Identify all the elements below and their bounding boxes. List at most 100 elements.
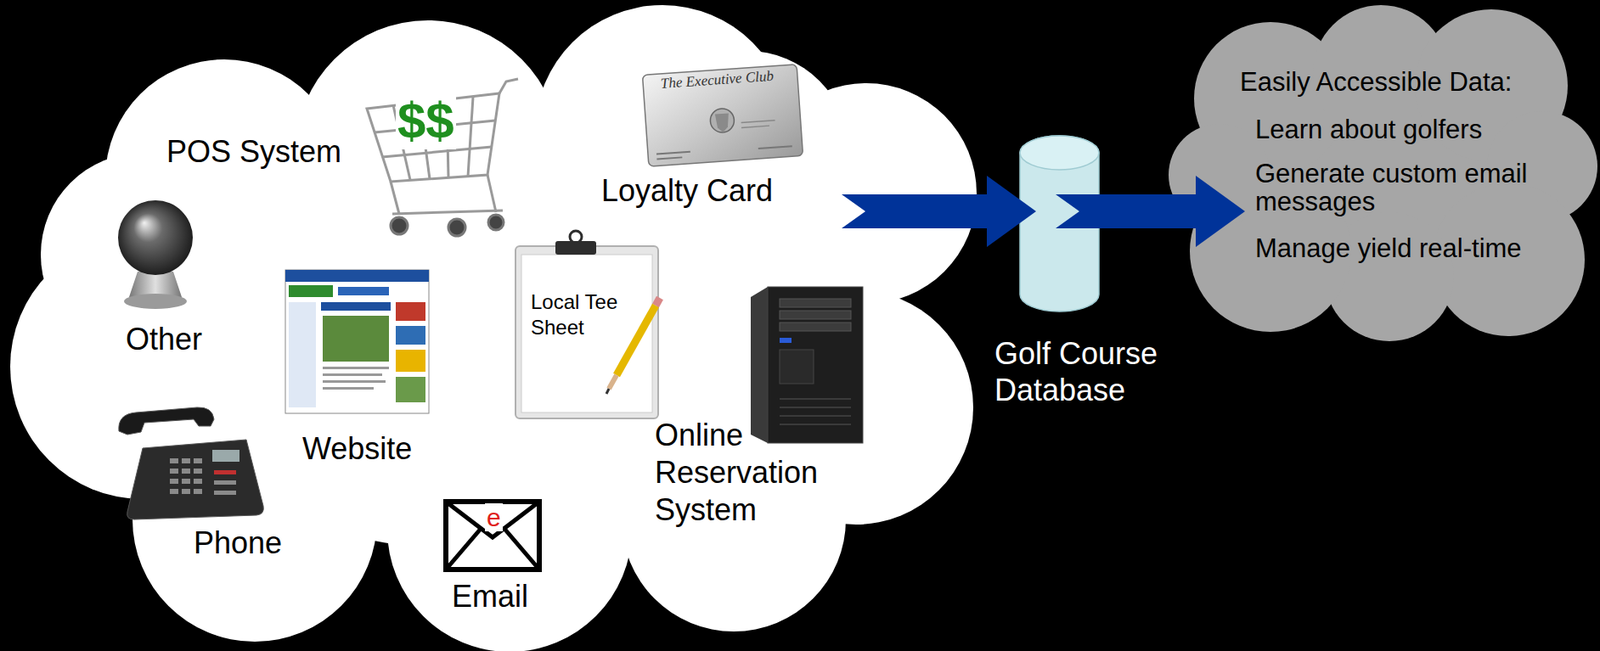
crystal-ball-icon [118, 200, 193, 310]
cart-wheel [448, 219, 466, 237]
envelope-fold [504, 529, 540, 570]
source-label: Other [125, 321, 203, 358]
page-photo [322, 315, 389, 362]
cart-wheel [488, 214, 504, 231]
source-label: Website [302, 430, 412, 468]
data-item: Easily Accessible Data: [1239, 66, 1512, 98]
phone-key [214, 490, 237, 496]
server-bay [779, 298, 851, 308]
server-front [767, 287, 863, 444]
data-cloud: Easily Accessible Data: Learn about golfe… [1168, 5, 1597, 342]
price-symbol: $$ [395, 93, 457, 150]
ball-sphere [118, 200, 193, 276]
envelope-flap [445, 501, 540, 538]
phone-key [181, 468, 191, 474]
cylinder-top [1019, 135, 1099, 170]
phone-key [181, 458, 191, 464]
source-label: Email [451, 578, 529, 615]
page-logo [288, 285, 333, 298]
card-print [758, 146, 793, 149]
card-print [656, 157, 682, 159]
card-print [741, 125, 770, 128]
phone-key [169, 458, 179, 464]
server-panel [779, 349, 814, 384]
server-grill [779, 423, 851, 426]
page-line [322, 366, 389, 370]
phone-key [169, 468, 179, 474]
phone-key [214, 470, 237, 475]
cart-frame [392, 210, 503, 215]
clipboard-ring [569, 230, 582, 243]
phone-key [181, 489, 191, 495]
page-line [322, 373, 383, 377]
cart-wheel [390, 217, 408, 235]
flow-arrow [841, 175, 1037, 248]
website-icon [285, 270, 429, 414]
page-ad [395, 377, 426, 403]
card-print [656, 152, 691, 155]
clipboard-board [515, 246, 659, 419]
cart-icon [366, 78, 519, 237]
source-label: Online Reservation System [654, 416, 825, 530]
phone-key [193, 489, 203, 495]
cart-leg [390, 181, 400, 215]
server-bay [779, 310, 851, 320]
cloud-lobe [387, 407, 632, 651]
phone-key [214, 480, 237, 485]
server-side [750, 287, 768, 444]
page-banner [338, 287, 389, 296]
card-print [741, 120, 776, 124]
envelope-icon [445, 501, 540, 570]
page-frame [285, 270, 429, 414]
cart-handle [499, 78, 519, 94]
phone-icon [118, 407, 265, 520]
envelope-body [445, 501, 540, 570]
server-grill [779, 398, 851, 400]
server-grill [779, 406, 851, 409]
page-line [322, 387, 374, 390]
page-ad [395, 349, 426, 372]
phone-key [169, 478, 179, 485]
card-print-text: The Executive Club [659, 68, 774, 93]
card-crest [709, 107, 735, 134]
page-menu [288, 302, 316, 408]
envelope-fold [445, 529, 481, 570]
card-body [642, 64, 803, 167]
data-item: Generate custom email messages [1255, 159, 1549, 216]
database-label: Golf Course Database [994, 335, 1169, 409]
clipboard-paper [521, 254, 653, 413]
phone-key [181, 478, 191, 485]
ball-base [123, 293, 187, 310]
pencil-lead [606, 388, 609, 395]
phone-key [169, 489, 179, 495]
server-badge [779, 338, 792, 344]
cart-wire [467, 96, 474, 177]
page-ad [395, 302, 426, 322]
server-icon [750, 287, 863, 444]
page-header [285, 270, 429, 282]
pencil-tip [608, 375, 617, 389]
loyalty-card-icon [642, 64, 803, 167]
data-item: Learn about golfers [1255, 113, 1482, 146]
flow-arrow [1055, 175, 1246, 248]
source-label: POS System [166, 133, 342, 170]
phone-display [212, 450, 240, 462]
source-label: Phone [193, 524, 282, 562]
pencil-eraser [655, 298, 660, 306]
phone-handset [118, 407, 215, 435]
phone-key [193, 468, 203, 474]
phone-key [193, 478, 203, 485]
cart-basket [366, 93, 500, 182]
cart-leg [487, 174, 496, 213]
data-item: Manage yield real-time [1255, 232, 1522, 265]
clipboard-icon [515, 230, 660, 419]
server-grill [779, 415, 851, 417]
page-ad [395, 326, 426, 345]
phone-keypad [169, 458, 237, 496]
phone-base [127, 439, 265, 520]
ball-stand [129, 271, 182, 298]
pencil-body [616, 305, 656, 376]
source-label: Local Tee Sheet [530, 289, 631, 341]
phone-key [193, 458, 203, 464]
